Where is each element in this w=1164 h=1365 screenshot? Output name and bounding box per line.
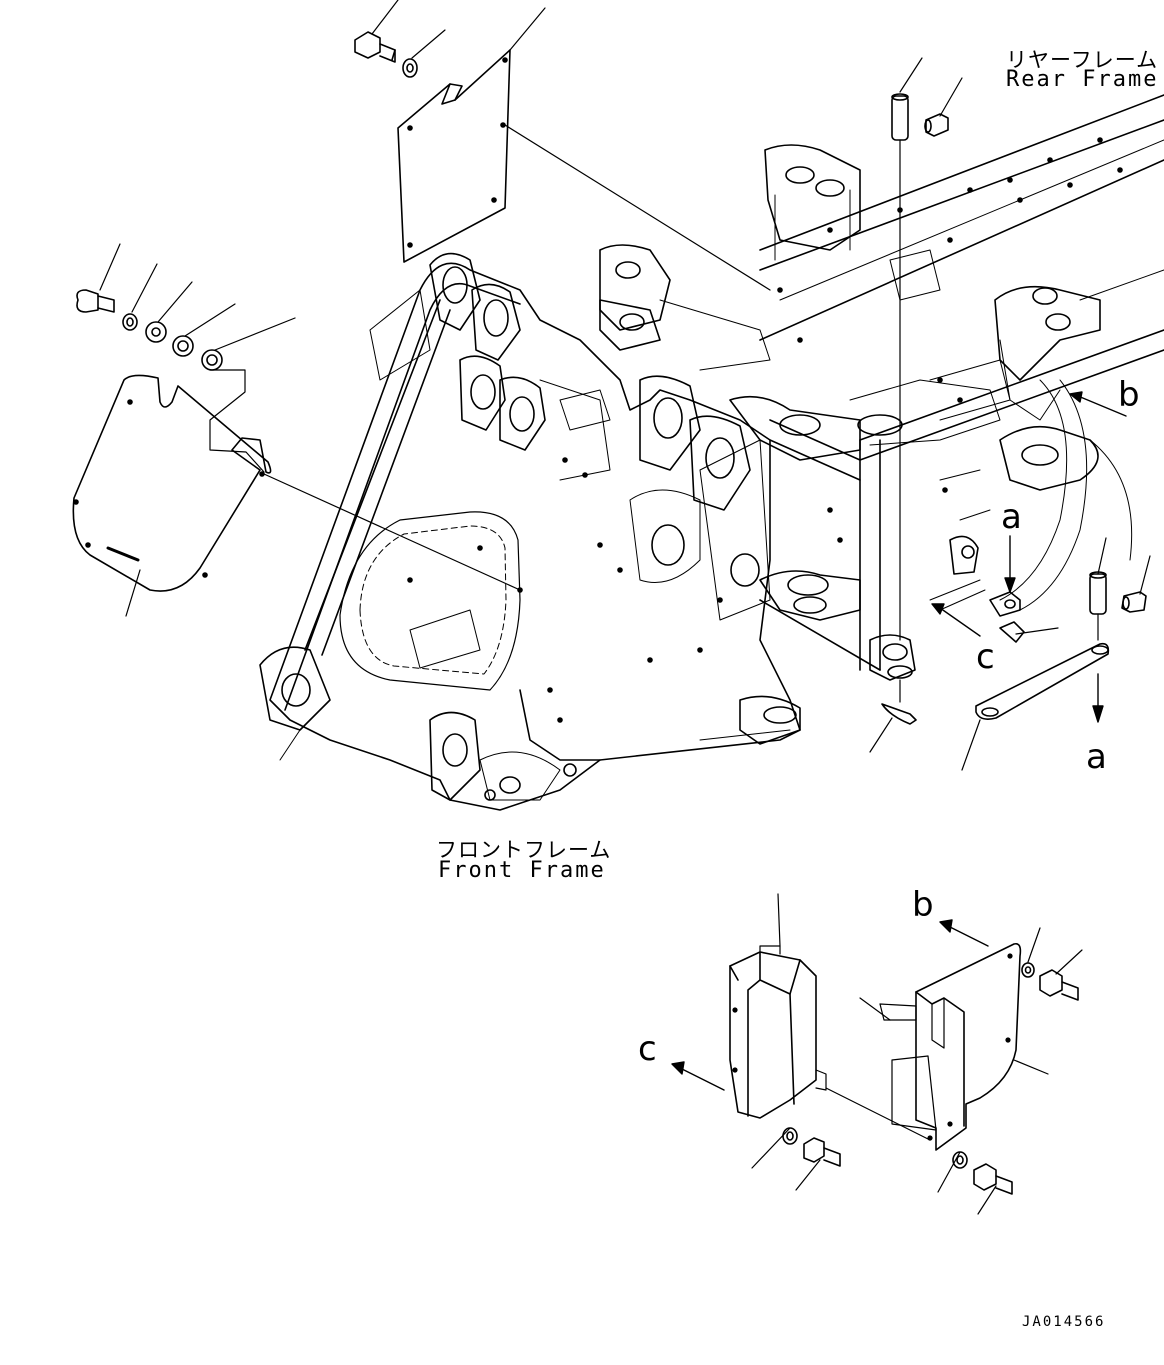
view-marker-a-bottom: a [1086,737,1107,777]
rear-leader-lines [870,58,1150,770]
view-arrows-lower [672,920,988,1090]
rear-frame-label-en: Rear Frame [1006,67,1159,92]
bottom-washer-left [783,1128,797,1144]
top-bolt [355,32,395,62]
left-bolt [77,290,114,312]
detail-leader-lines [752,894,1082,1214]
lock-bar-pin [1090,572,1106,640]
rear-frame-label-jp: リヤーフレーム [1006,48,1159,72]
top-washer [403,59,417,77]
front-frame-label-en: Front Frame [438,858,606,883]
bottom-bolt-left [804,1138,840,1166]
side-bolt-right [1040,970,1078,1000]
rear-frame [600,95,1164,680]
lock-bar [976,644,1108,719]
bottom-guard-left [730,946,826,1118]
cotter-pin [882,704,916,724]
hinge-pin-small [925,114,948,136]
view-arrows-upper [932,392,1126,722]
view-marker-b-right: b [1118,375,1140,415]
view-marker-a-top: a [1001,497,1022,537]
drawing-code: JA014566 [1022,1314,1106,1330]
left-cover-plate [73,375,270,591]
view-marker-b-bottom: b [912,885,934,925]
left-washer-4 [202,350,222,370]
front-frame-label-jp: フロントフレーム [436,838,612,862]
left-washer-3 [173,336,193,356]
top-leader-lines [372,0,770,290]
left-washer-2 [146,322,166,342]
left-leader-lines [100,244,520,616]
hinge-pin [892,94,908,702]
lock-bar-small-pin [1122,592,1146,612]
bottom-guard-right [880,944,1020,1150]
side-washer-right [1022,963,1034,977]
bottom-bolt-right [974,1164,1012,1194]
top-cover-plate [398,50,510,262]
view-marker-c-bottom: c [638,1029,657,1069]
lock-bracket [990,592,1024,642]
front-frame [260,254,800,810]
view-marker-c-mid: c [976,637,995,677]
left-washer-1 [123,314,137,330]
